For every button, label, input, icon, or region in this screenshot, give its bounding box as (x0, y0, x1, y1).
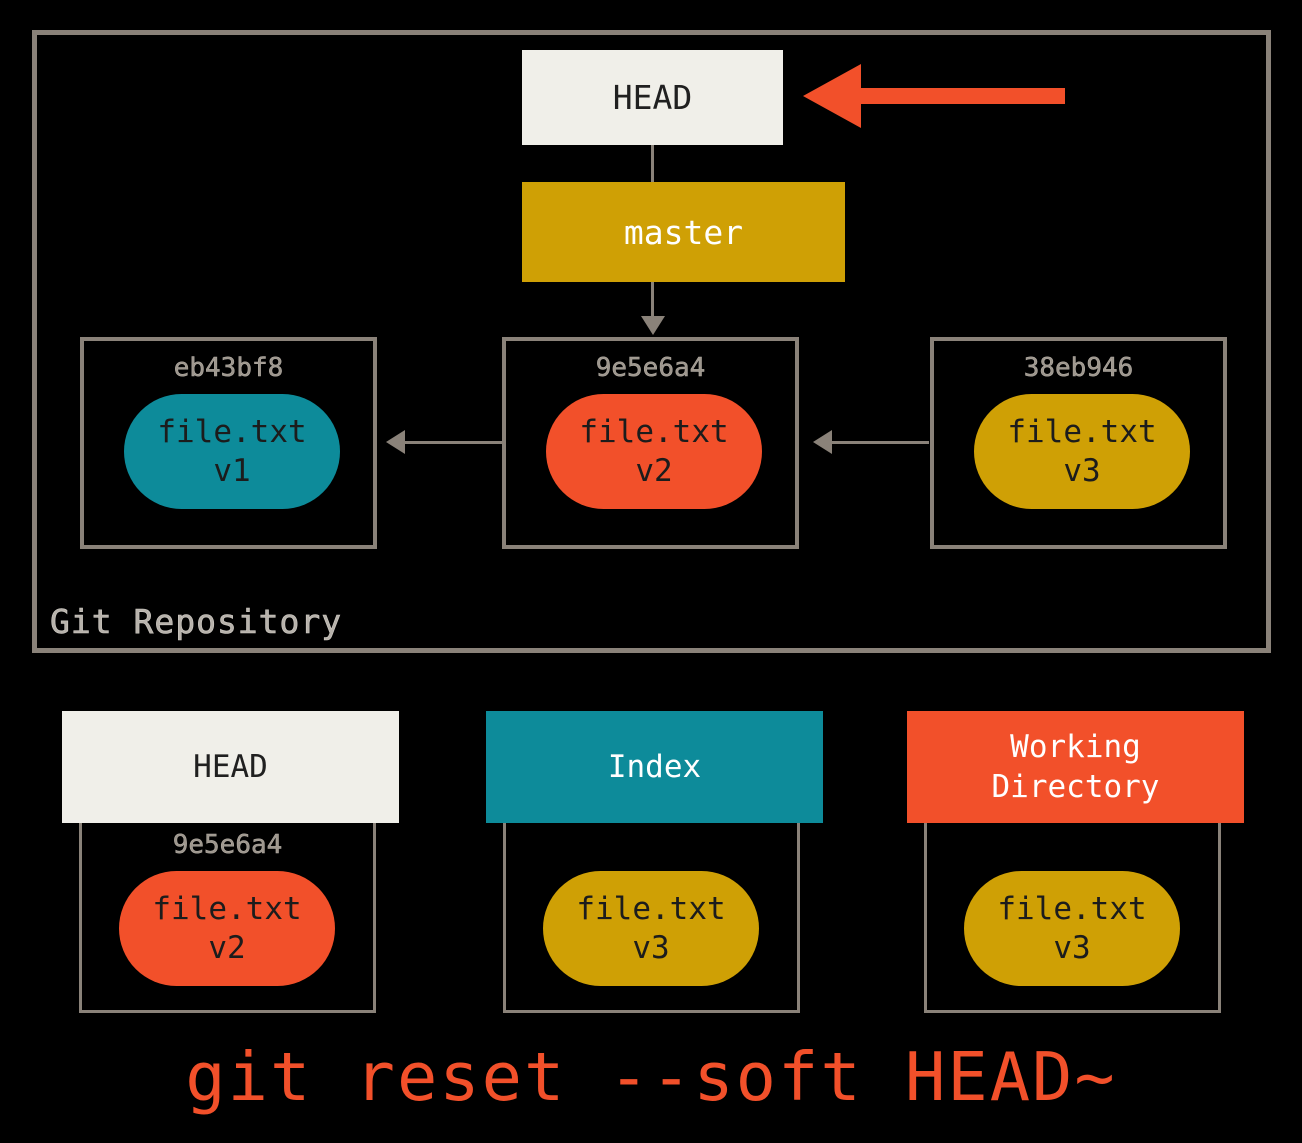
master-to-commit-connector (651, 282, 654, 320)
git-repository-label: Git Repository (50, 602, 343, 642)
file-blob-name: file.txt (997, 890, 1147, 927)
stage-body-head: 9e5e6a4 file.txt v2 (79, 823, 376, 1013)
reset-arrow-shaft (858, 88, 1065, 104)
file-blob: file.txt v3 (964, 871, 1180, 986)
file-blob-version: v3 (1053, 929, 1091, 966)
file-blob: file.txt v1 (124, 394, 340, 509)
file-blob-name: file.txt (579, 413, 729, 450)
file-blob: file.txt v3 (974, 394, 1190, 509)
file-blob-version: v3 (1063, 452, 1101, 489)
file-blob-name: file.txt (152, 890, 302, 927)
master-branch-label: master (623, 212, 744, 252)
stage-title: Index (607, 748, 702, 785)
commit-hash: eb43bf8 (173, 353, 284, 384)
file-blob: file.txt v2 (119, 871, 335, 986)
commit-hash: 38eb946 (1023, 353, 1134, 384)
head-pointer-box: HEAD (522, 50, 783, 145)
arrowhead-left-icon (813, 430, 832, 454)
stage-title: Working (1010, 728, 1141, 765)
file-blob-version: v2 (208, 929, 246, 966)
stage-header-index: Index (486, 711, 823, 823)
stage-commit-hash: 9e5e6a4 (172, 830, 283, 861)
stage-title: HEAD (193, 748, 268, 785)
file-blob: file.txt v2 (546, 394, 762, 509)
commit-box: 38eb946 file.txt v3 (930, 337, 1227, 549)
file-blob-version: v2 (635, 452, 673, 489)
file-blob: file.txt v3 (543, 871, 759, 986)
arrowhead-down-icon (641, 316, 665, 335)
arrow-left-icon (803, 64, 861, 128)
command-caption: git reset --soft HEAD~ (185, 1038, 1117, 1116)
file-blob-name: file.txt (157, 413, 307, 450)
head-to-master-connector (651, 145, 654, 182)
stage-body-index: file.txt v3 (503, 823, 800, 1013)
master-branch-box: master (522, 182, 845, 282)
commit-parent-connector (831, 441, 929, 444)
stage-title-second-line: Directory (991, 769, 1160, 805)
stage-header-working-directory: Working Directory (907, 711, 1244, 823)
head-pointer-label: HEAD (612, 78, 693, 117)
stage-body-working-directory: file.txt v3 (924, 823, 1221, 1013)
commit-parent-connector (404, 441, 502, 444)
git-repository-container (32, 30, 1271, 653)
commit-box: 9e5e6a4 file.txt v2 (502, 337, 799, 549)
commit-box: eb43bf8 file.txt v1 (80, 337, 377, 549)
file-blob-name: file.txt (576, 890, 726, 927)
commit-hash: 9e5e6a4 (595, 353, 706, 384)
file-blob-name: file.txt (1007, 413, 1157, 450)
file-blob-version: v1 (213, 452, 251, 489)
stage-header-head: HEAD (62, 711, 399, 823)
arrowhead-left-icon (386, 430, 405, 454)
file-blob-version: v3 (632, 929, 670, 966)
